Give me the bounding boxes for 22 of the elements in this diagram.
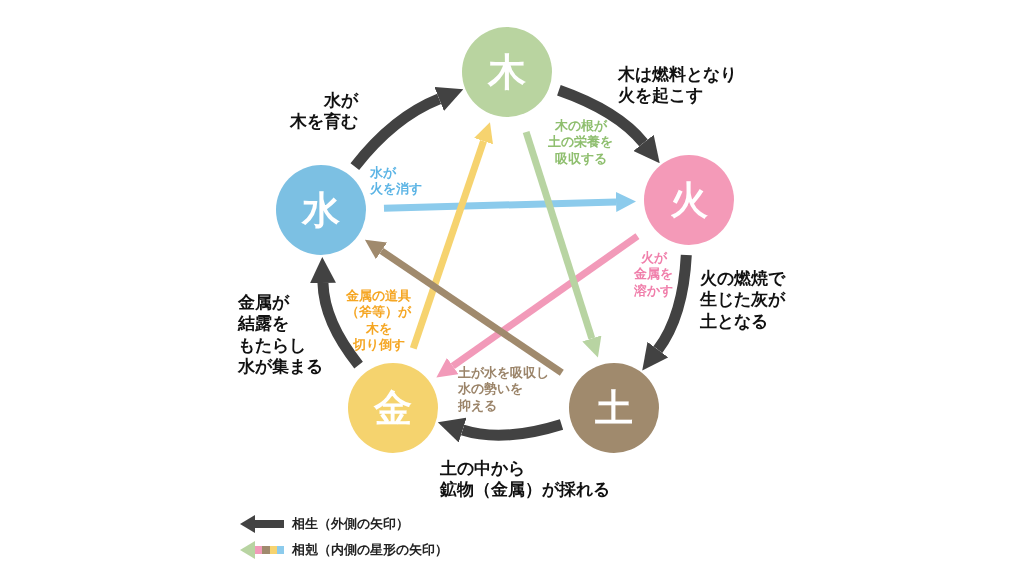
arrow (409, 122, 493, 350)
arrow (383, 192, 636, 212)
edge-label: 木は燃料となり火を起こす (618, 64, 737, 107)
edge-label: 金属の道具（斧等）が木を切り倒す (346, 288, 411, 353)
arrow (310, 257, 363, 369)
edge-label: 水が木を育む (290, 90, 358, 133)
edge-label: 土が水を吸収し水の勢いを抑える (458, 365, 549, 414)
arrow (350, 86, 464, 171)
edge-label: 火の燃焼で生じた灰が土となる (700, 268, 785, 332)
arrow (437, 417, 564, 443)
arrow (557, 85, 661, 163)
arrow (436, 233, 640, 378)
edge-label: 火が金属を溶かす (634, 250, 673, 299)
edge-label: 木の根が土の栄養を吸収する (548, 118, 613, 167)
legend-label: 相生（外側の矢印） (292, 515, 409, 533)
arrow (364, 239, 564, 376)
arrow (642, 254, 692, 371)
edge-label: 土の中から鉱物（金属）が採れる (440, 458, 610, 501)
legend-label: 相剋（内側の星形の矢印） (292, 541, 448, 559)
edge-label: 金属が結露をもたらし水が集まる (238, 292, 323, 377)
edge-label: 水が火を消す (370, 165, 422, 198)
arrow (522, 130, 602, 358)
